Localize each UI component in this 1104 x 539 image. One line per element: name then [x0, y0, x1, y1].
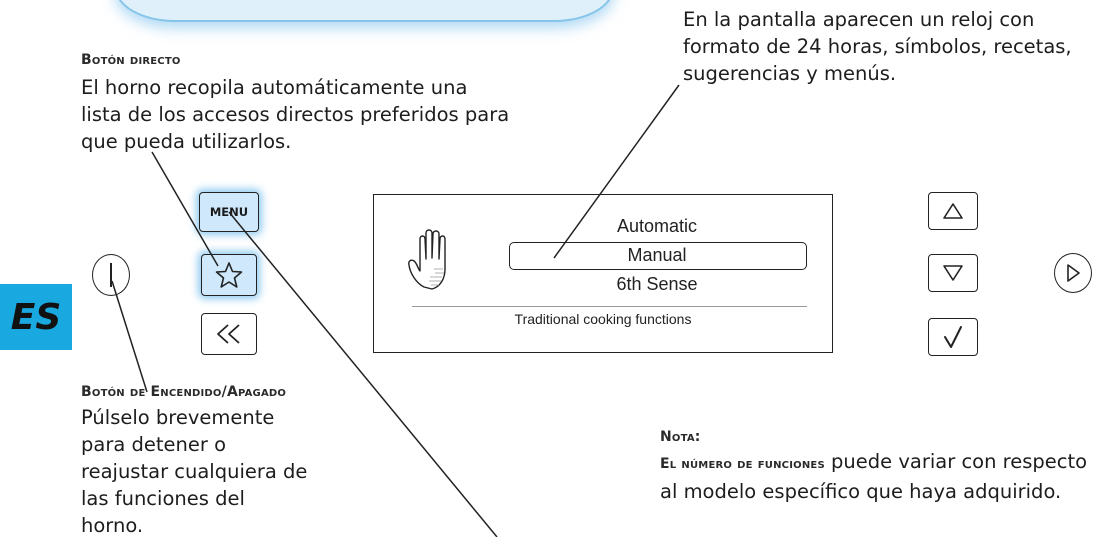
favorites-button[interactable]: [201, 254, 257, 296]
rewind-icon: [217, 324, 240, 344]
note-body: puede variar con respecto al modelo espe…: [660, 450, 1088, 503]
display-footer: Traditional cooking functions: [514, 311, 692, 327]
power-icon: [110, 263, 112, 287]
confirm-button[interactable]: [928, 318, 978, 356]
note-title: Nota:: [660, 429, 701, 445]
power-button-description: Púlselo brevemente para detener o reajus…: [81, 406, 308, 537]
callout-line-power: [111, 280, 148, 393]
direct-button-title: Botón directo: [81, 52, 181, 68]
power-button-title: Botón de Encendido/Apagado: [81, 384, 287, 400]
menu-button-label: MENU: [209, 205, 249, 219]
callout-line-display: [553, 84, 680, 259]
display-item-automatic: Automatic: [616, 216, 698, 236]
hand-icon: [408, 229, 446, 290]
down-button[interactable]: [928, 254, 978, 292]
display-description: En la pantalla aparecen un reloj con for…: [683, 8, 1072, 85]
note-emphasis: El número de funciones: [660, 456, 825, 472]
start-button[interactable]: [1054, 253, 1092, 293]
callout-line-direct: [151, 151, 219, 267]
display-selection-box: [509, 242, 807, 270]
back-button[interactable]: [201, 313, 257, 355]
arrow-down-icon: [943, 265, 963, 281]
direct-button-description: El horno recopila automáticamente una li…: [81, 76, 510, 153]
up-button[interactable]: [928, 192, 978, 230]
oven-display: Automatic Manual 6th Sense Traditional c…: [373, 194, 833, 353]
language-tab: ES: [0, 284, 72, 350]
star-icon: [215, 262, 243, 288]
note-text: El número de funciones puede variar con …: [660, 448, 1090, 505]
display-item-6th-sense: 6th Sense: [616, 274, 698, 294]
arrow-up-icon: [943, 203, 963, 219]
callout-line-menu: [228, 211, 498, 537]
power-button[interactable]: [92, 254, 130, 296]
language-tab-label: ES: [10, 296, 62, 338]
display-divider: [412, 306, 807, 307]
play-icon: [1067, 264, 1080, 282]
display-item-manual: Manual: [627, 245, 687, 265]
check-icon: [944, 326, 962, 348]
